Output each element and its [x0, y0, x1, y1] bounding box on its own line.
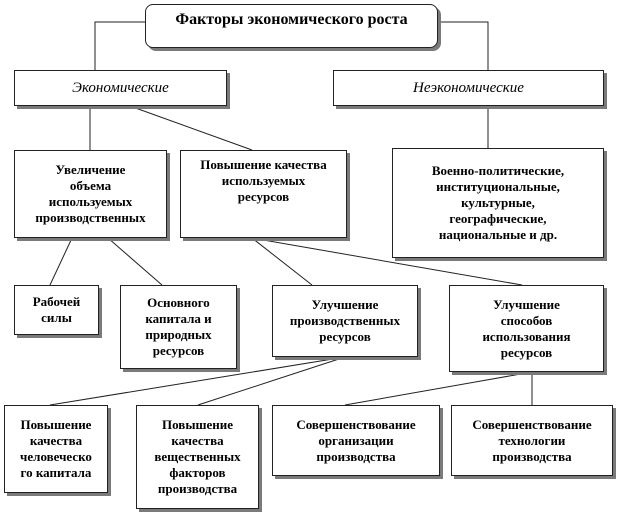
connector-resources-human: [49, 356, 346, 406]
quality-box: Повышение качества используемых ресурсов: [180, 150, 347, 238]
noneconomic-category-box: Неэкономические: [333, 70, 604, 106]
connector-methods-organization: [344, 371, 533, 406]
title-box: Факторы экономического роста: [145, 4, 438, 48]
improve-resources-box: Улучшение производственных ресурсов: [272, 285, 418, 357]
noneconomic-list-box: Военно-политические, институциональные, …: [392, 148, 604, 258]
connector-quality-methods: [251, 237, 523, 286]
technology-box: Совершенствование технологии производств…: [451, 405, 613, 476]
economic-category-label: Экономические: [72, 80, 169, 96]
title-text: Факторы экономического роста: [175, 11, 408, 28]
improve-methods-text: Улучшение способов использования ресурсо…: [482, 296, 571, 360]
human-capital-box: Повышение качества человеческо го капита…: [4, 405, 108, 493]
technology-text: Совершенствование технологии производств…: [472, 416, 592, 464]
quality-text: Повышение качества используемых ресурсов: [200, 157, 327, 204]
capital-box: Основного капитала и природных ресурсов: [120, 285, 237, 369]
material-factors-box: Повышение качества вещественных факторов…: [136, 405, 259, 509]
connector-volume-capital: [107, 237, 163, 286]
noneconomic-list-text: Военно-политические, институциональные, …: [431, 163, 565, 242]
economic-category-box: Экономические: [14, 70, 227, 106]
organization-text: Совершенствование организации производст…: [296, 416, 416, 464]
improve-methods-box: Улучшение способов использования ресурсо…: [449, 285, 604, 372]
volume-box: Увеличение объема используемых производс…: [14, 150, 167, 238]
volume-text: Увеличение объема используемых производс…: [35, 162, 146, 225]
improve-resources-text: Улучшение производственных ресурсов: [289, 297, 401, 344]
capital-text: Основного капитала и природных ресурсов: [145, 295, 212, 358]
labor-box: Рабочей силы: [14, 285, 99, 335]
labor-text: Рабочей силы: [32, 294, 81, 325]
connector-resources-material: [197, 356, 346, 406]
connector-title-economic: [94, 21, 145, 70]
connector-economic-quality: [129, 105, 253, 151]
organization-box: Совершенствование организации производст…: [272, 405, 440, 476]
connector-title-noneconomic: [438, 21, 489, 75]
connector-volume-labor: [49, 237, 73, 286]
connector-quality-resources: [251, 237, 313, 286]
human-capital-text: Повышение качества человеческо го капита…: [20, 417, 92, 480]
material-factors-text: Повышение качества вещественных факторов…: [154, 417, 241, 496]
noneconomic-category-label: Неэкономические: [413, 80, 524, 96]
